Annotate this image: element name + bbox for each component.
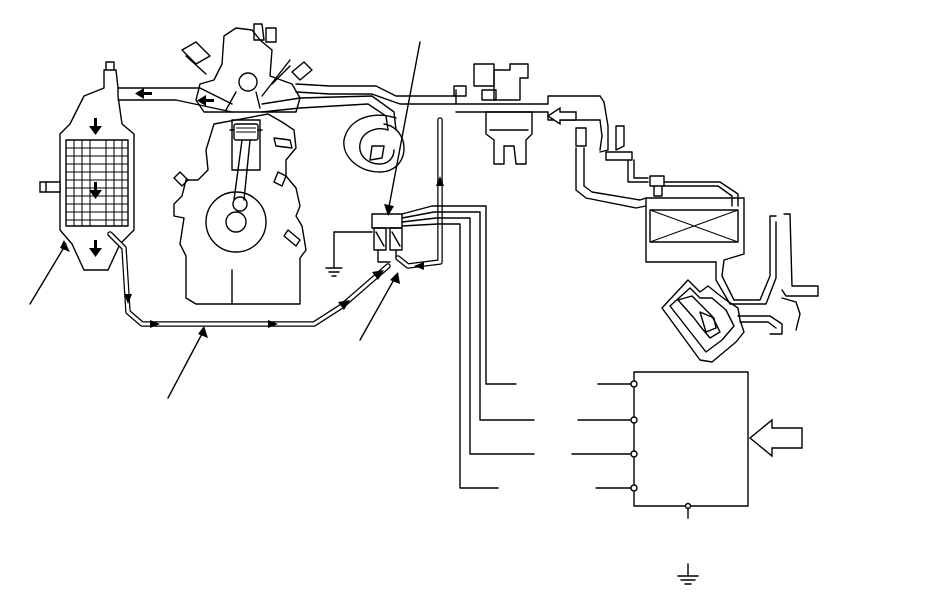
flow-arrow-down-2 xyxy=(89,182,102,199)
module-terminal-4 xyxy=(595,484,638,492)
flow-arrow-down-3 xyxy=(89,240,102,257)
vacuum-hoses xyxy=(395,117,535,489)
intake-manifold xyxy=(261,83,457,173)
exhaust-manifold-pipe xyxy=(117,87,233,113)
purge-line xyxy=(575,147,739,209)
module-terminal-3 xyxy=(571,450,638,458)
engine xyxy=(173,23,313,305)
flow-arrow-left-3 xyxy=(414,262,424,270)
fuel-tank-module xyxy=(661,279,801,363)
egr-return-pipe xyxy=(107,231,391,328)
catalytic-converter xyxy=(39,61,135,271)
charcoal-canister xyxy=(645,197,819,305)
flow-arrow-upright-1 xyxy=(338,300,350,310)
callout-egr-pipe xyxy=(167,329,205,399)
flow-arrow-right-2 xyxy=(268,320,278,328)
flow-arrow-up-1 xyxy=(436,176,444,186)
converter-honeycomb xyxy=(66,140,128,226)
solenoid-valve xyxy=(325,213,407,277)
callout-lines xyxy=(29,41,421,399)
flow-arrow-upright-2 xyxy=(372,270,384,280)
throttle-body xyxy=(453,63,633,165)
module-terminal-1 xyxy=(597,380,638,388)
ground-symbol-module xyxy=(677,563,699,585)
control-module xyxy=(571,371,803,585)
flow-arrow-down-1 xyxy=(89,118,102,135)
callout-solenoid-hose xyxy=(359,275,397,341)
flow-arrow-right-1 xyxy=(150,320,160,328)
module-terminal-2 xyxy=(577,416,638,424)
module-input-arrow xyxy=(748,418,803,458)
callout-intake xyxy=(261,59,291,97)
flow-arrow-left-2 xyxy=(197,95,214,106)
air-flow-arrow xyxy=(546,106,577,126)
callout-converter xyxy=(29,243,67,305)
ground-symbol-left xyxy=(325,267,343,277)
callout-solenoid xyxy=(387,41,421,213)
flow-arrow-left-1 xyxy=(135,88,152,99)
flow-arrow-down-4 xyxy=(124,294,132,304)
